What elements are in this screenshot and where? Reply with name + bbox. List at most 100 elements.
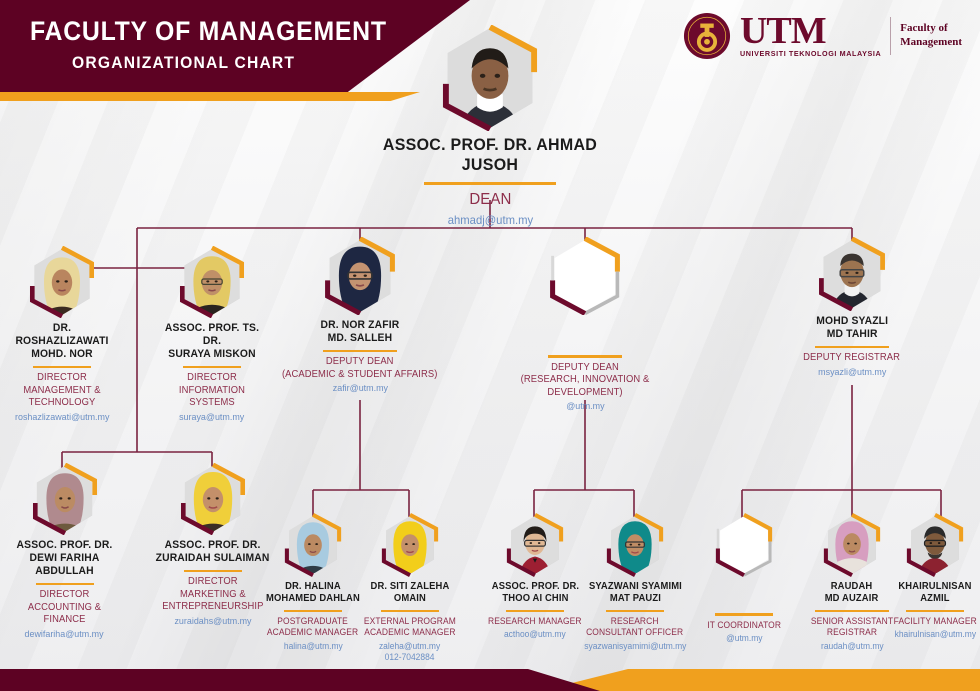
name-rule xyxy=(815,345,889,349)
roshazlizawati-name: DR. ROSHAZLIZAWATI MOHD. NOR xyxy=(15,322,109,360)
header-text-block: FACULTY OF MANAGEMENT ORGANIZATIONAL CHA… xyxy=(30,16,418,73)
halina-name: DR. HALINA MOHAMED DAHLAN xyxy=(266,581,360,604)
roshazlizawati-email: roshazlizawati@utm.my xyxy=(14,411,110,423)
logo-faculty-label: Faculty of Management xyxy=(900,22,962,50)
node-external-program-academic-manager[interactable]: DR. SITI ZALEHA OMAIN EXTERNAL PROGRAM A… xyxy=(360,513,460,664)
suraya-photo-hex xyxy=(179,246,245,318)
utm-logo: UTM UNIVERSITI TEKNOLOGI MALAYSIA Facult… xyxy=(683,12,962,60)
hex-accent-icon xyxy=(715,513,773,577)
utm-acronym: UTM xyxy=(739,9,827,52)
utm-wordmark: UTM UNIVERSITI TEKNOLOGI MALAYSIA xyxy=(739,9,882,59)
norzafir-photo-hex xyxy=(325,237,395,315)
hex-accent-icon xyxy=(606,513,664,577)
name-rule xyxy=(815,609,889,613)
dewifariha-photo-hex xyxy=(32,463,97,535)
logo-divider xyxy=(890,17,892,55)
suraya-title: DIRECTOR INFORMATION SYSTEMS xyxy=(178,372,246,409)
zuraidah-name: ASSOC. PROF. DR. ZURAIDAH SULAIMAN xyxy=(155,539,270,564)
name-rule xyxy=(506,609,564,613)
node-deputy-dean-research[interactable]: DEPUTY DEAN (RESEARCH, INNOVATION & DEVE… xyxy=(480,237,690,413)
raudah-title: SENIOR ASSISTANT REGISTRAR xyxy=(810,616,894,638)
name-rule xyxy=(183,569,242,573)
node-director-management-technology[interactable]: DR. ROSHAZLIZAWATI MOHD. NOR DIRECTOR MA… xyxy=(2,246,122,424)
node-director-information-systems[interactable]: ASSOC. PROF. TS. DR. SURAYA MISKON DIREC… xyxy=(152,246,272,424)
logo-faculty-line2: Management xyxy=(900,36,962,48)
node-deputy-registrar[interactable]: MOHD SYAZLI MD TAHIR DEPUTY REGISTRAR ms… xyxy=(792,237,912,379)
it-coordinator-title: IT COORDINATOR xyxy=(707,619,781,630)
dewifariha-title: DIRECTOR ACCOUNTING & FINANCE xyxy=(27,589,102,626)
zaleha-name: DR. SITI ZALEHA OMAIN xyxy=(370,581,450,604)
dean-photo-hex xyxy=(442,25,538,131)
roshazlizawati-title: DIRECTOR MANAGEMENT & TECHNOLOGY xyxy=(23,372,101,409)
it-coordinator-email: @utm.my xyxy=(725,632,763,643)
dean-title: DEAN xyxy=(468,191,512,209)
hex-accent-icon xyxy=(179,246,245,318)
halina-photo xyxy=(289,516,337,574)
name-rule xyxy=(715,613,773,616)
name-rule xyxy=(906,609,964,613)
hex-accent-icon xyxy=(819,237,885,311)
name-rule xyxy=(33,365,91,369)
node-deputy-dean-academic[interactable]: DR. NOR ZAFIR MD. SALLEH DEPUTY DEAN (AC… xyxy=(275,237,445,396)
node-senior-assistant-registrar[interactable]: RAUDAH MD AUZAIR SENIOR ASSISTANT REGIST… xyxy=(788,513,916,652)
raudah-name: RAUDAH MD AUZAIR xyxy=(825,581,879,604)
halina-email: halina@utm.my xyxy=(283,640,343,651)
thooaichin-email: acthoo@utm.my xyxy=(504,629,566,640)
syazli-email: msyazli@utm.my xyxy=(817,366,887,378)
footer-accent-left xyxy=(0,669,600,691)
hex-accent-icon xyxy=(180,463,245,535)
node-director-accounting-finance[interactable]: ASSOC. PROF. DR. DEWI FARIHA ABDULLAH DI… xyxy=(2,463,127,641)
dewifariha-email: dewifariha@utm.my xyxy=(24,628,105,640)
halina-photo-hex xyxy=(284,513,342,577)
khairulnisan-email: khairulnisan@utm.my xyxy=(894,629,976,640)
name-rule xyxy=(381,609,439,613)
norzafir-title: DEPUTY DEAN (ACADEMIC & STUDENT AFFAIRS) xyxy=(282,356,438,380)
halina-title: POSTGRADUATE ACADEMIC MANAGER xyxy=(267,616,359,638)
norzafir-name: DR. NOR ZAFIR MD. SALLEH xyxy=(320,319,400,344)
khairulnisan-name: KHAIRULNISAN AZMIL xyxy=(898,581,972,604)
hex-accent-icon xyxy=(823,513,881,577)
zuraidah-photo-hex xyxy=(180,463,245,535)
node-postgraduate-academic-manager[interactable]: DR. HALINA MOHAMED DAHLAN POSTGRADUATE A… xyxy=(262,513,364,652)
node-director-marketing-entrepreneurship[interactable]: ASSOC. PROF. DR. ZURAIDAH SULAIMAN DIREC… xyxy=(150,463,275,628)
node-research-consultant-officer[interactable]: SYAZWANI SYAMIMI MAT PAUZI RESEARCH CONS… xyxy=(579,513,691,652)
name-rule xyxy=(323,349,397,353)
dean-email: ahmadj@utm.my xyxy=(447,213,533,228)
zuraidah-email: zuraidahs@utm.my xyxy=(173,615,252,627)
hex-accent-icon xyxy=(906,513,964,577)
name-rule xyxy=(606,609,664,613)
syazwani-email: syazwanisyamimi@utm.my xyxy=(583,640,687,651)
node-dean[interactable]: ASSOC. PROF. DR. AHMAD JUSOH DEAN ahmadj… xyxy=(365,25,615,229)
zaleha-title: EXTERNAL PROGRAM ACADEMIC MANAGER xyxy=(364,616,456,638)
logo-faculty-line1: Faculty of xyxy=(900,22,948,35)
node-research-manager[interactable]: ASSOC. PROF. DR. THOO AI CHIN RESEARCH M… xyxy=(485,513,585,641)
raudah-photo-hex xyxy=(823,513,881,577)
suraya-name: ASSOC. PROF. TS. DR. SURAYA MISKON xyxy=(164,322,260,360)
node-it-coordinator[interactable]: IT COORDINATOR @utm.my xyxy=(700,513,788,644)
utm-university-name: UNIVERSITI TEKNOLOGI MALAYSIA xyxy=(739,49,882,59)
hex-accent-icon xyxy=(29,246,95,318)
syazwani-photo xyxy=(611,516,659,574)
hex-accent-icon xyxy=(325,237,395,315)
footer-accent-right xyxy=(540,669,980,691)
syazwani-photo-hex xyxy=(606,513,664,577)
deputy-dean-research-title: DEPUTY DEAN (RESEARCH, INNOVATION & DEVE… xyxy=(520,361,650,398)
zuraidah-title: DIRECTOR MARKETING & ENTREPRENEURSHIP xyxy=(161,576,264,613)
norzafir-email: zafir@utm.my xyxy=(332,383,388,395)
name-rule xyxy=(183,365,241,369)
utm-seal-icon xyxy=(683,12,730,60)
node-facility-manager[interactable]: KHAIRULNISAN AZMIL FACILITY MANAGER khai… xyxy=(890,513,980,641)
dean-hex-accent-icon xyxy=(442,25,538,131)
zaleha-contact: zaleha@utm.my 012-7042884 xyxy=(379,640,441,663)
dean-name: ASSOC. PROF. DR. AHMAD JUSOH xyxy=(382,135,598,175)
page-title: FACULTY OF MANAGEMENT xyxy=(30,16,387,46)
name-rule xyxy=(35,582,94,586)
raudah-email: raudah@utm.my xyxy=(820,640,884,651)
name-rule xyxy=(284,609,342,613)
roshazlizawati-photo-hex xyxy=(29,246,95,318)
thooaichin-title: RESEARCH MANAGER xyxy=(488,616,582,627)
khairulnisan-title: FACILITY MANAGER xyxy=(893,616,977,627)
syazli-name: MOHD SYAZLI MD TAHIR xyxy=(816,315,888,340)
syazwani-name: SYAZWANI SYAMIMI MAT PAUZI xyxy=(588,581,682,604)
